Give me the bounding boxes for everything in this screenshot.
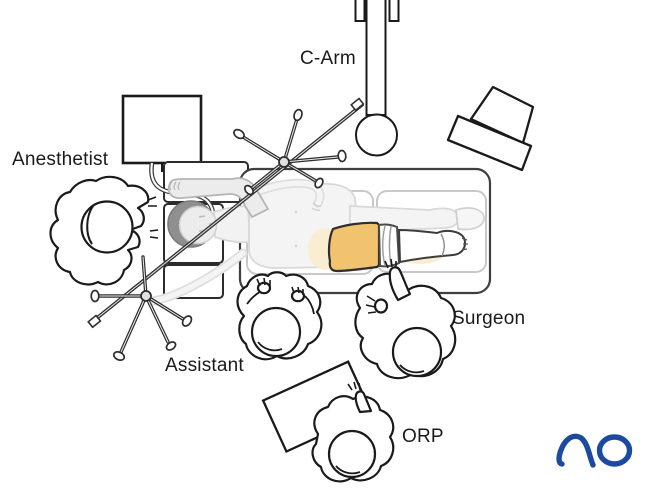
equipment-table-top-right [446, 85, 535, 172]
assistant-head [250, 306, 302, 358]
instrument-stand-upper [233, 108, 347, 196]
surgeon-figure [354, 258, 457, 380]
orp-head [327, 429, 377, 479]
patient-figure [148, 177, 485, 306]
monitor-screen [121, 94, 203, 165]
label-anesthetist: Anesthetist [12, 149, 109, 170]
patient-arm-on-board [167, 177, 270, 219]
surgeon-head [391, 326, 443, 378]
orp-figure [311, 381, 395, 483]
assistant-figure [236, 271, 323, 361]
ao-logo [556, 433, 633, 468]
anesthetist-figure [49, 175, 159, 286]
label-orp: ORP [402, 426, 444, 447]
label-assistant: Assistant [165, 355, 244, 376]
highlight-left-thigh [327, 221, 381, 273]
c-arm-machine [354, 0, 400, 157]
label-surgeon: Surgeon [452, 308, 526, 329]
anesthetist-head [80, 200, 134, 254]
drape-pole [87, 97, 365, 329]
patient-lower-leg [397, 228, 468, 264]
knee-band [377, 223, 401, 268]
monitor [121, 94, 203, 172]
c-arm-tube [355, 113, 398, 157]
label-c-arm: C-Arm [300, 48, 356, 69]
instrument-stand-lower [90, 255, 193, 362]
far-foot [455, 207, 485, 231]
